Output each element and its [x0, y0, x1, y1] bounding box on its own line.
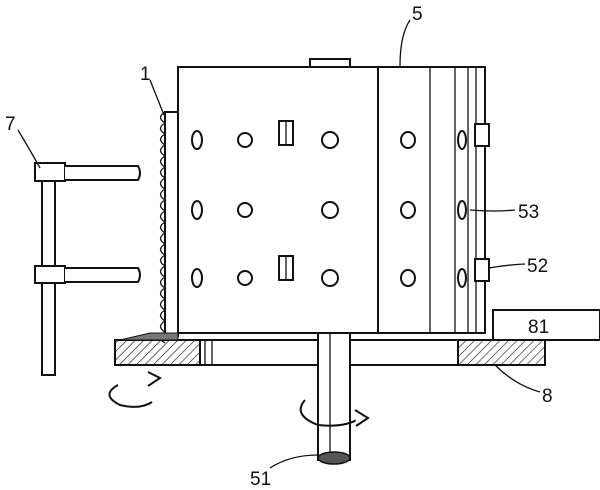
label-8: 8 — [542, 386, 553, 407]
leader-51 — [269, 454, 319, 469]
drum — [177, 58, 490, 334]
hole — [321, 131, 339, 149]
label-52: 52 — [527, 256, 548, 277]
hole — [457, 200, 467, 220]
tab-52 — [474, 258, 490, 282]
leader-1 — [149, 79, 165, 116]
hole — [457, 130, 467, 150]
hole — [321, 269, 339, 287]
label-7: 7 — [5, 114, 16, 135]
hole — [400, 269, 416, 287]
shaft-arrow-head-icon — [354, 409, 370, 427]
hole — [191, 268, 203, 288]
hole — [321, 201, 339, 219]
label-1: 1 — [140, 64, 151, 85]
leader-53 — [469, 209, 516, 212]
hole — [400, 131, 416, 149]
rotation-arrow-icon — [108, 384, 153, 408]
leader-5 — [399, 19, 411, 67]
hole — [237, 202, 253, 218]
label-81: 81 — [528, 317, 549, 338]
label-53: 53 — [518, 202, 539, 223]
shaft-rotation-arrow-icon — [299, 399, 361, 427]
hole — [237, 270, 253, 286]
leader-8 — [494, 364, 541, 393]
leader-52 — [488, 263, 526, 269]
tab-52 — [474, 123, 490, 147]
clamp-7 — [34, 162, 141, 376]
holes-53 — [191, 130, 467, 288]
block-81 — [492, 309, 600, 341]
rotation-arrow-head-icon — [147, 371, 162, 387]
hole — [237, 132, 253, 148]
hole — [457, 268, 467, 288]
plate-1 — [119, 111, 179, 344]
hole — [191, 200, 203, 220]
hole — [400, 201, 416, 219]
label-5: 5 — [412, 4, 423, 25]
leader-7 — [17, 129, 41, 169]
hole — [191, 130, 203, 150]
shaft — [317, 332, 351, 465]
label-51: 51 — [250, 469, 271, 490]
